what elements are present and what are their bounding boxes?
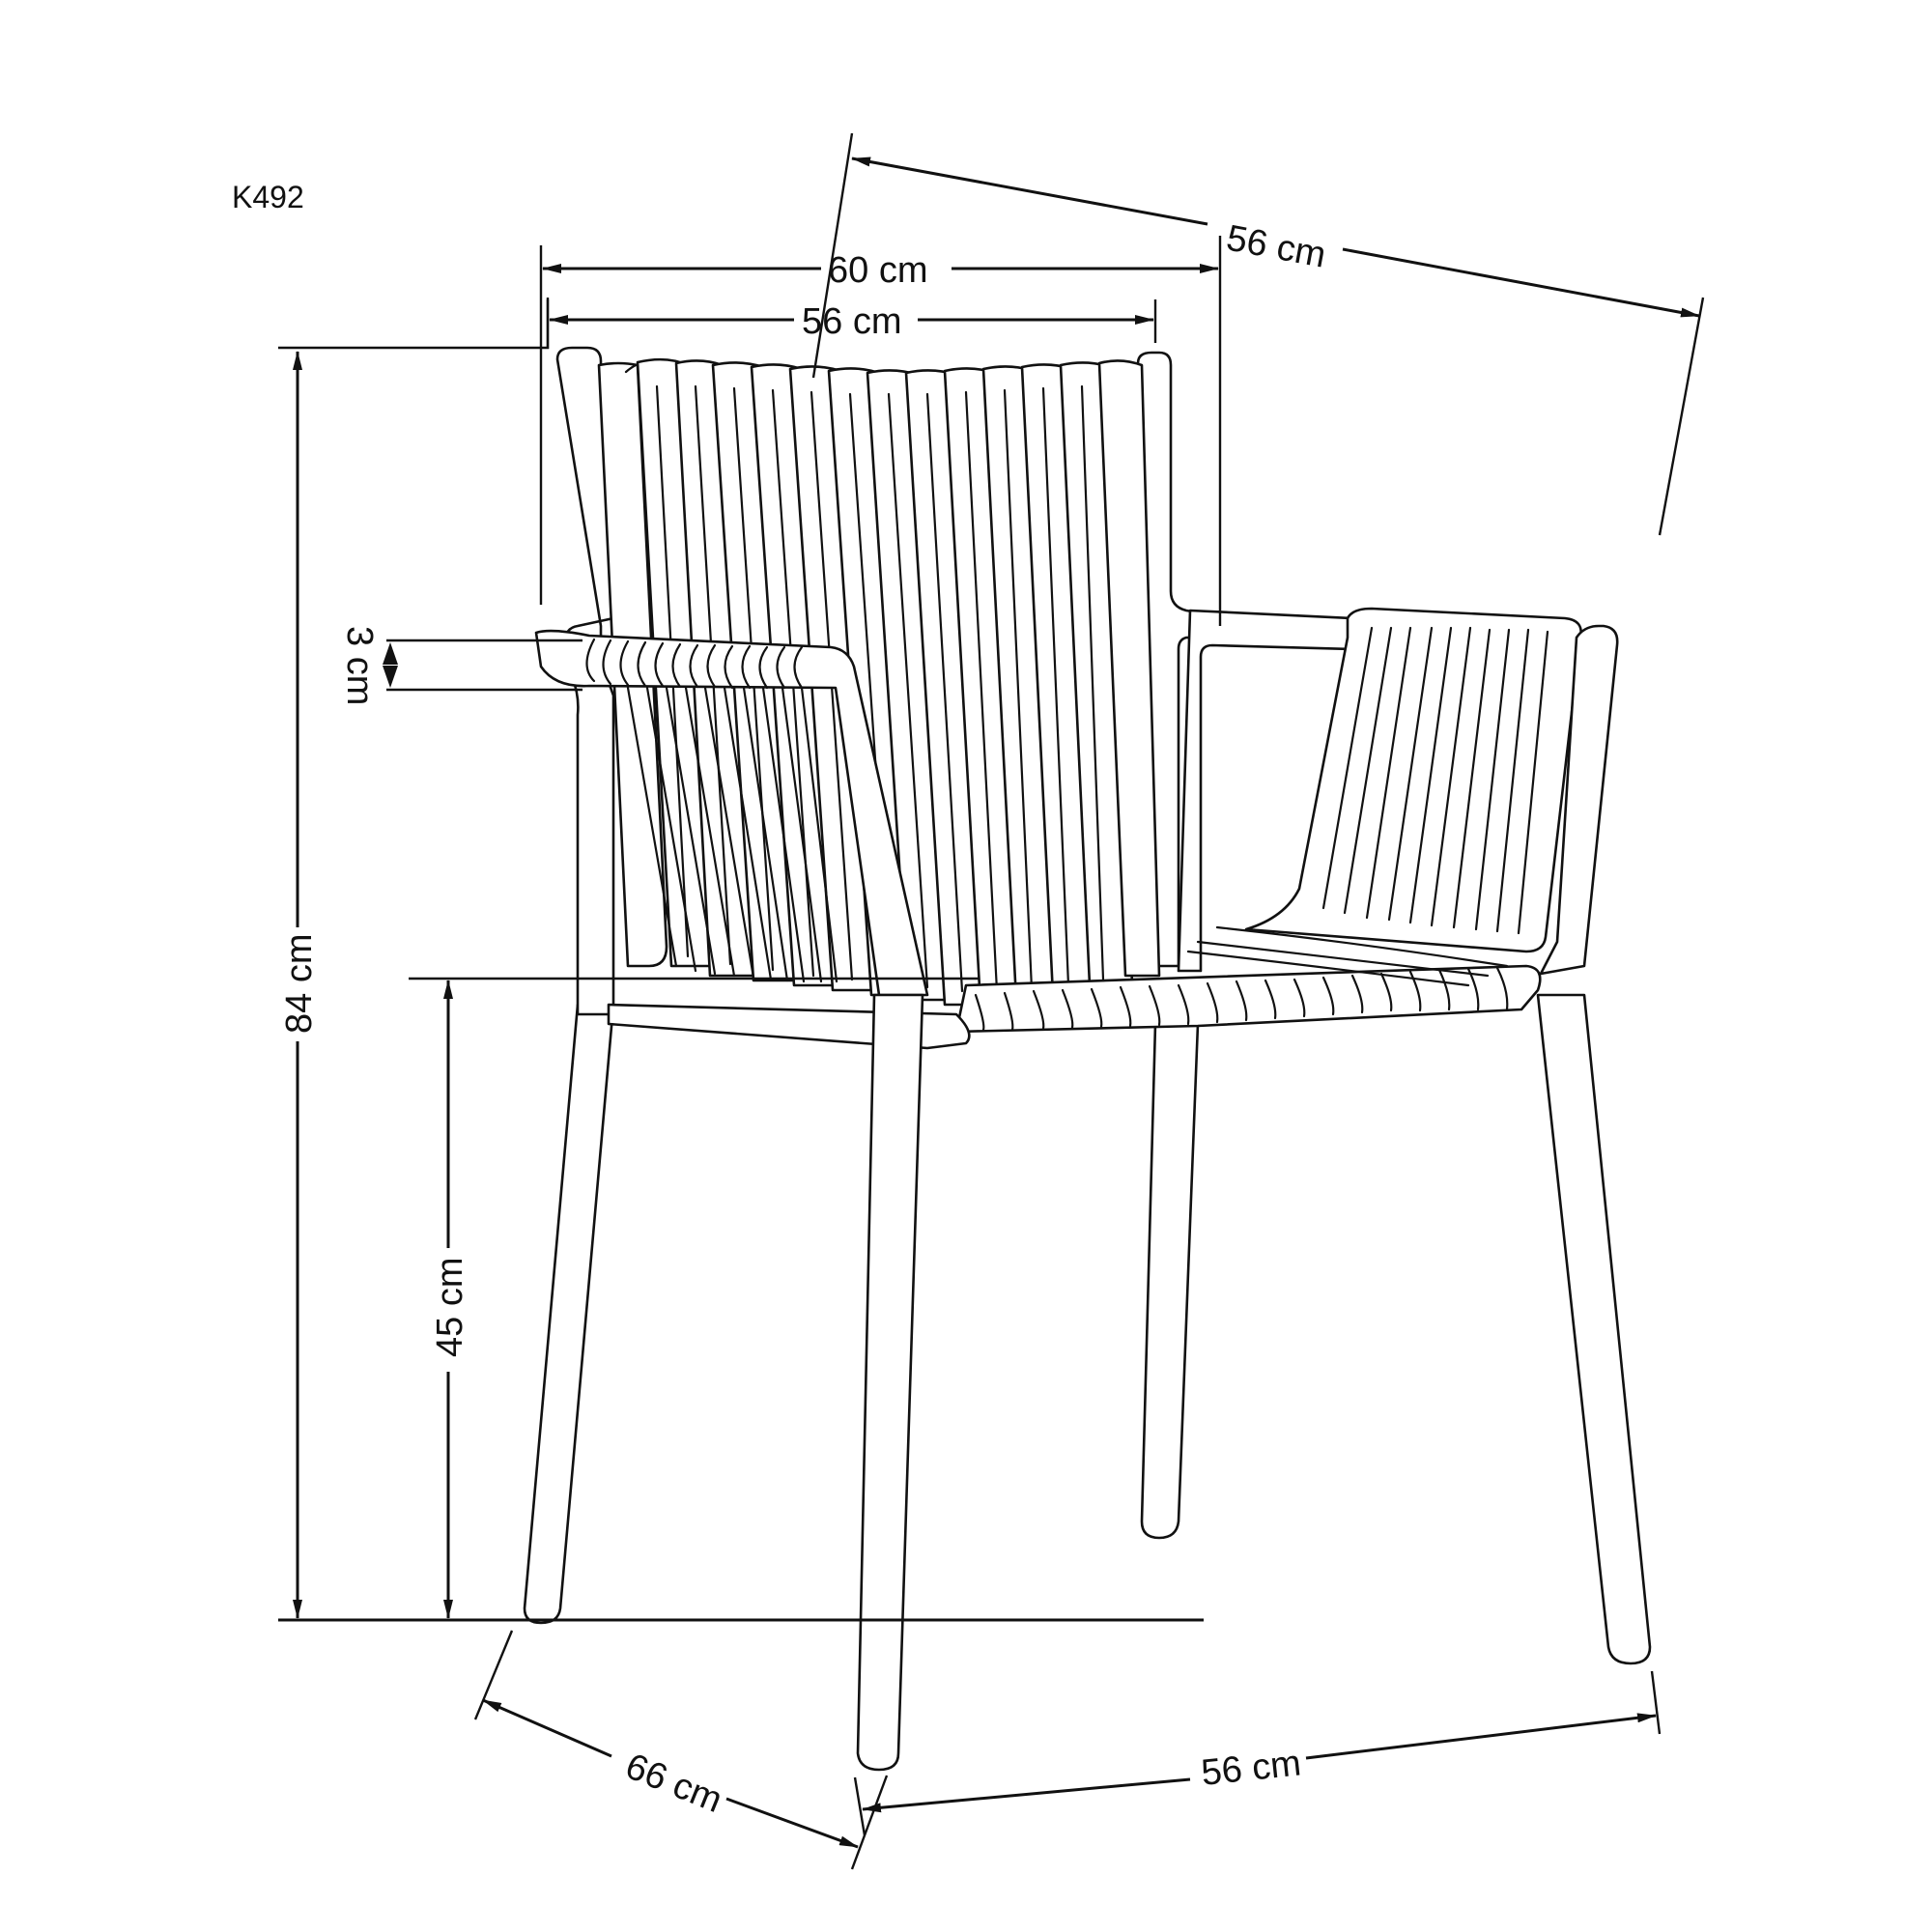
overall-height-label: 84 cm [279,934,320,1034]
dimension-arrow [851,156,1208,226]
model-code-label: K492 [232,180,304,214]
bottom-depth-label: 66 cm [620,1746,728,1821]
chair-illustration [523,346,1652,1772]
dimension-lines: 56 cm 60 cm 56 cm 3 cm 84 cm 45 cm [278,132,1705,1870]
extension-line [850,1775,889,1870]
back-left-leg [523,1003,615,1625]
front-left-leg [856,993,924,1772]
arrowhead [383,666,398,688]
dimension-arrow [725,1797,859,1849]
extension-line [811,132,854,379]
overall-width-label: 60 cm [828,250,927,291]
top-depth-label: 56 cm [1223,218,1328,276]
extension-line [1658,297,1705,536]
armrest-thickness-label: 3 cm [339,626,380,705]
seat-slats [954,925,1542,1034]
dimension-arrow [862,1777,1191,1813]
back-right-leg [1140,1022,1200,1540]
dimension-arrow [482,1698,612,1758]
dimension-arrow [1342,247,1700,318]
extension-line [1650,1670,1662,1735]
extension-line [473,1630,514,1720]
backrest-width-label: 56 cm [802,301,901,342]
seat-height-label: 45 cm [430,1258,470,1357]
bottom-width-label: 56 cm [1200,1743,1303,1794]
top-reference-line [278,299,550,350]
right-armrest-panel [1244,607,1619,976]
right-arm-connector [1177,609,1354,973]
dimension-arrow [1305,1713,1657,1760]
left-armrest [534,629,929,997]
arrowhead [383,642,398,665]
front-right-leg [1536,993,1652,1665]
extension-line [853,1776,867,1836]
